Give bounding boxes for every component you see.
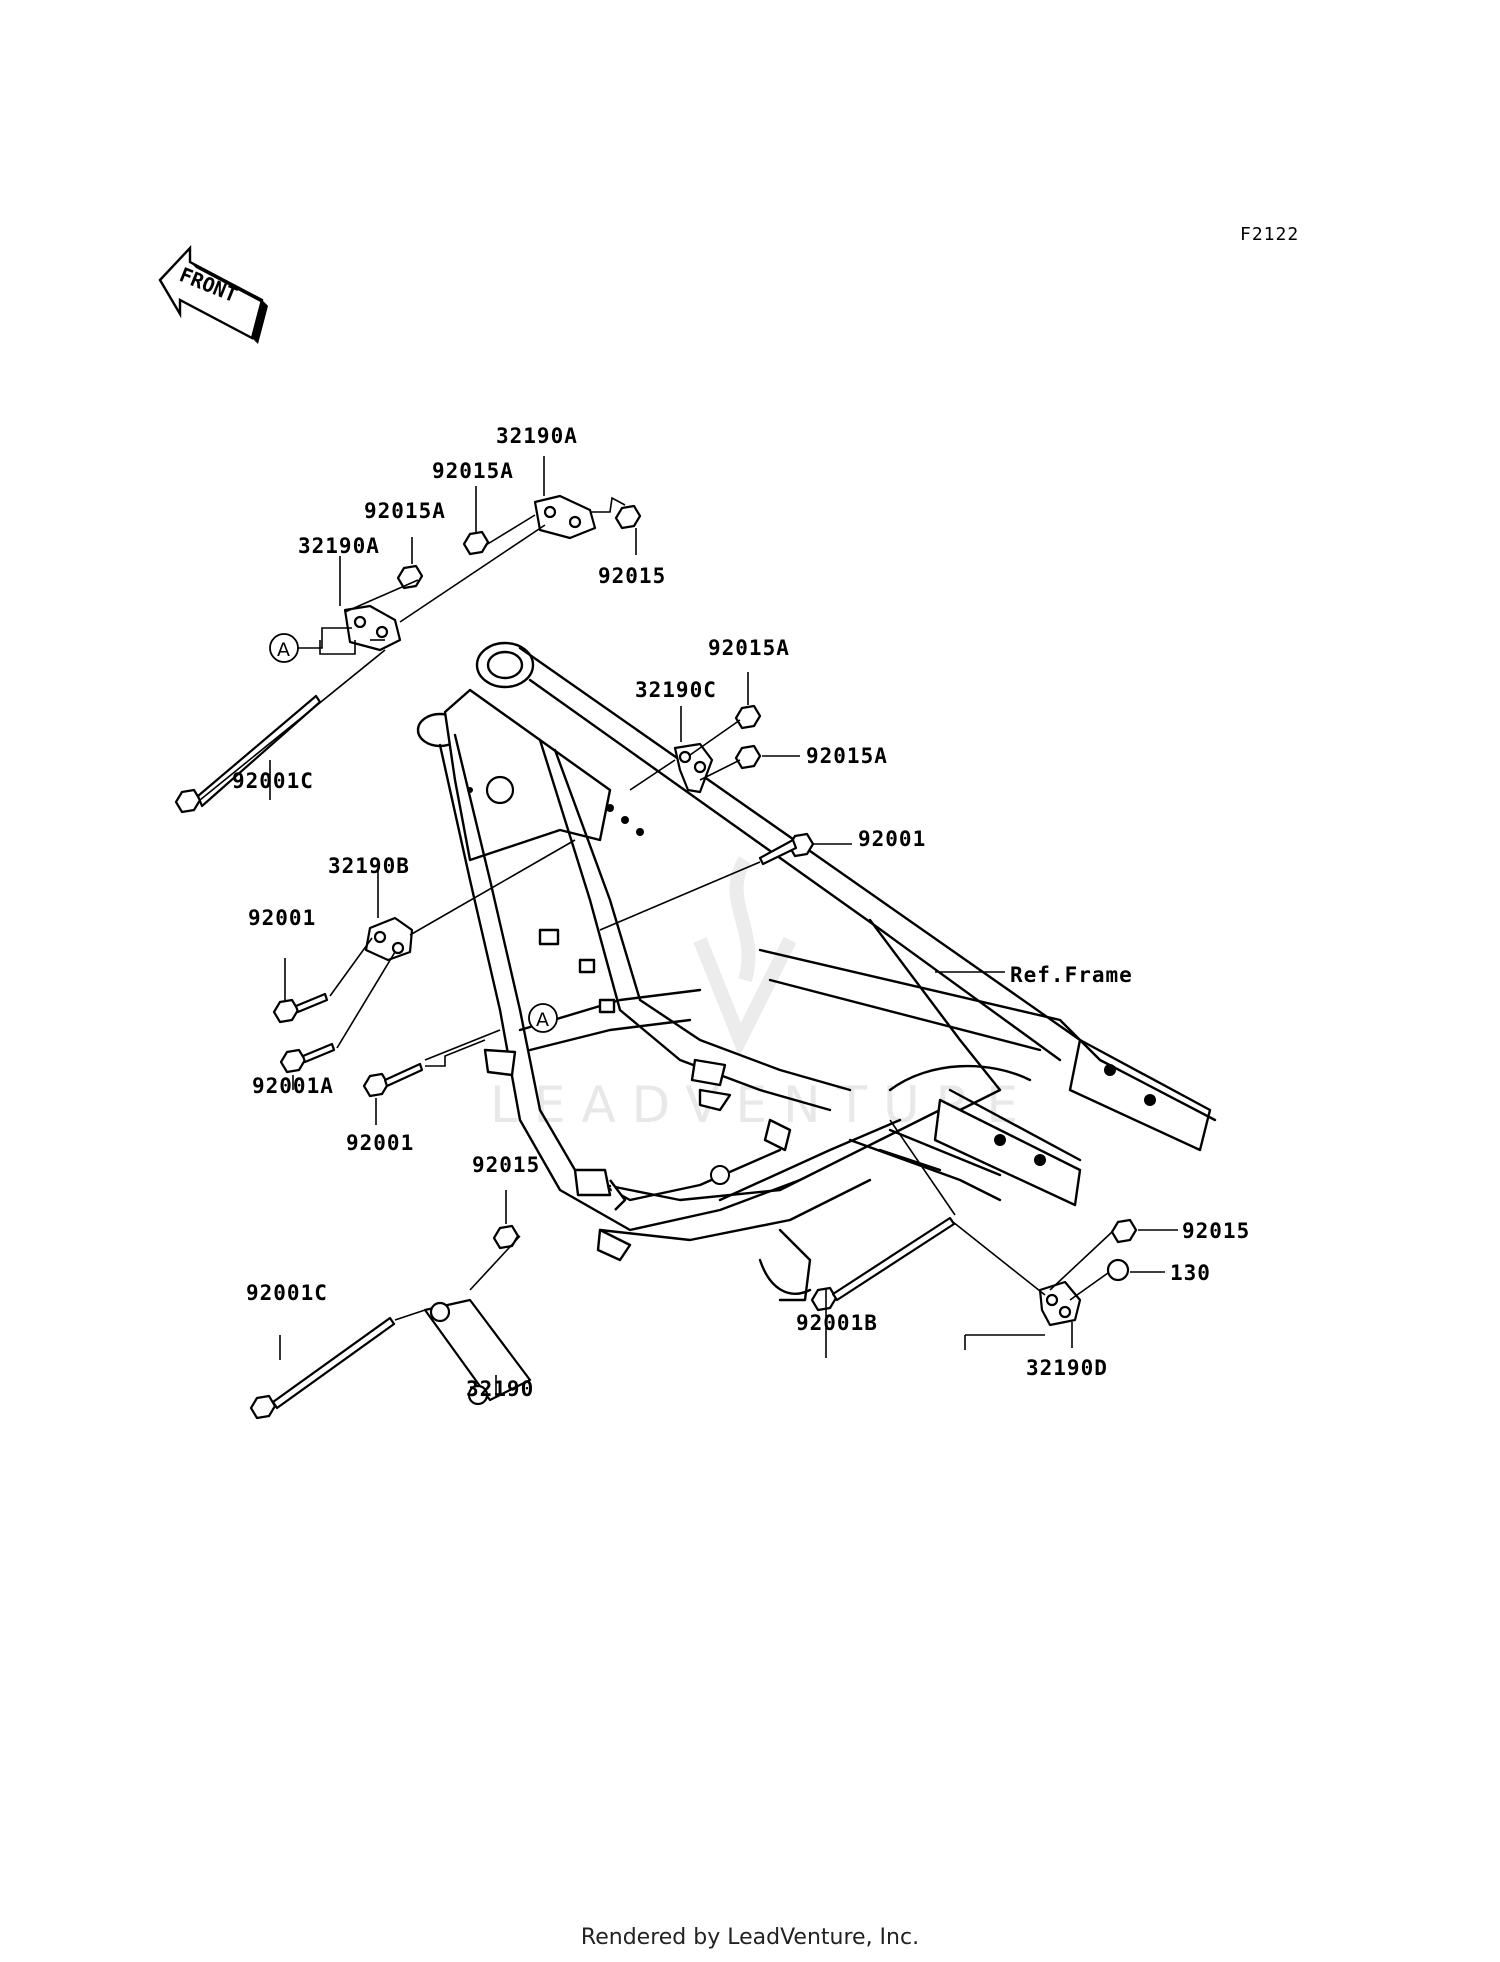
reference-marker-a-lower: A (528, 1003, 558, 1033)
callout-label: 32190B (328, 854, 410, 878)
callout-label: 92001C (232, 769, 314, 793)
callout-label: 92015A (432, 459, 514, 483)
upper-engine-bracket-group (174, 456, 642, 814)
left-mount-bracket-group (272, 839, 576, 1125)
callout-labels: 32190A 92015A 92015A 32190A 92015 92001C… (232, 424, 1250, 1401)
reference-marker-a-upper: A (269, 627, 352, 663)
front-head-bracket-group (629, 672, 800, 794)
callout-label: 92015A (806, 744, 888, 768)
callout-label: 92015A (708, 636, 790, 660)
callout-label: 92015 (598, 564, 666, 588)
callout-label: Ref.Frame (1010, 963, 1133, 987)
callout-label: 32190D (1026, 1356, 1108, 1380)
watermark-text: LEADVENTURE (490, 1076, 1034, 1134)
mid-bolt-group (599, 832, 852, 931)
callout-label: 32190 (466, 1377, 534, 1401)
callout-label: 32190C (635, 678, 717, 702)
reference-marker-label: A (277, 639, 290, 661)
callout-label: 92001 (248, 906, 316, 930)
reference-marker-label: A (536, 1009, 549, 1031)
lower-front-mount-group (249, 1190, 532, 1420)
callout-label: 92001 (858, 827, 926, 851)
callout-label: 32190A (298, 534, 380, 558)
front-direction-arrow-icon: FRONT (158, 244, 268, 344)
figure-code: F2122 (1240, 224, 1300, 245)
rear-mount-bracket-group (810, 1119, 1178, 1358)
callout-label: 92001C (246, 1281, 328, 1305)
footer-credit: Rendered by LeadVenture, Inc. (580, 1925, 920, 1950)
motorcycle-frame (416, 641, 1217, 1302)
callout-label: 130 (1170, 1261, 1211, 1285)
callout-label: 92015 (1182, 1219, 1250, 1243)
callout-label: 92015 (472, 1153, 540, 1177)
callout-label: 92015A (364, 499, 446, 523)
callout-label: 92001B (796, 1311, 878, 1335)
callout-label: 92001A (252, 1074, 334, 1098)
watermark-logo-icon (693, 856, 797, 1058)
callout-label: 32190A (496, 424, 578, 448)
callout-label: 92001 (346, 1131, 414, 1155)
